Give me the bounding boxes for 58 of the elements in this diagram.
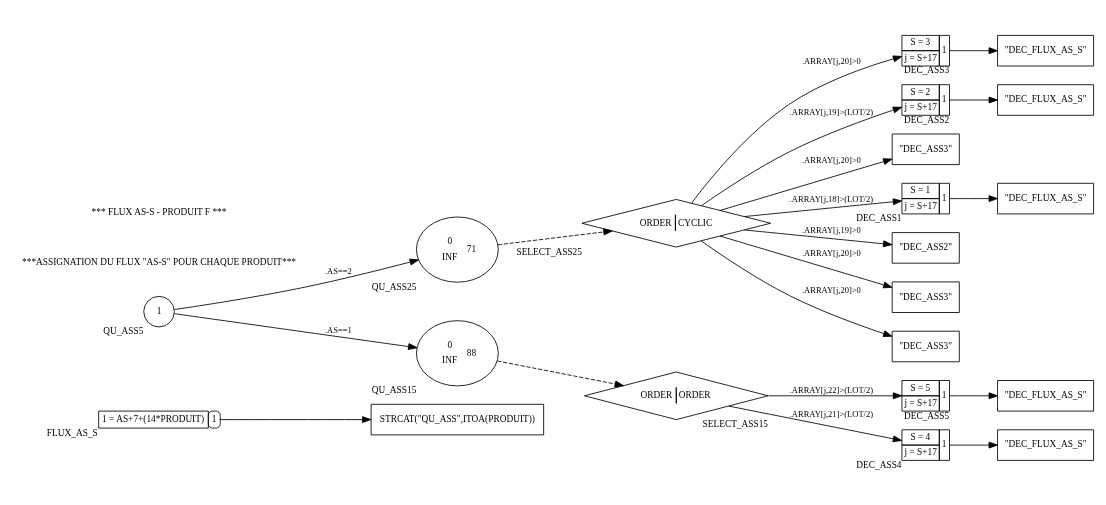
arrow — [700, 239, 893, 337]
node-label: QU_ASS5 — [103, 325, 144, 336]
node-label: SELECT_ASS15 — [702, 418, 769, 429]
arrow — [728, 405, 903, 442]
node-label: QU_ASS15 — [371, 384, 417, 395]
edge-label: .AS==1 — [324, 324, 352, 335]
arrow — [219, 415, 372, 423]
label: ***ASSIGNATION DU FLUX "AS-S" POUR CHAQUE PRODUIT*** — [22, 256, 296, 267]
arrow — [496, 360, 624, 387]
arrow — [174, 258, 419, 310]
node-label: QU_ASS25 — [371, 281, 417, 292]
edge-label: .ARRAY[j,19]>(LOT/2) — [789, 106, 874, 117]
arrow — [719, 235, 893, 288]
node-label: FLUX_AS_S — [46, 427, 98, 438]
edge-label: .AS==2 — [324, 265, 352, 276]
edge-label: .ARRAY[j,20]>0 — [801, 284, 861, 295]
node-box: "DEC_ASS3" — [891, 330, 960, 362]
node-label: DEC_ASS1 — [856, 212, 902, 223]
node-ellipse: 0 INF 88 — [416, 319, 499, 386]
arrow — [497, 228, 613, 245]
edge-label: .ARRAY[j,20]>0 — [801, 247, 861, 258]
edge-label: .ARRAY[j,22]>(LOT/2) — [789, 384, 874, 395]
node-box: "DEC_ASS3" — [891, 133, 960, 165]
edge-label: .ARRAY[j,18]>(LOT/2) — [789, 193, 874, 204]
arrow — [719, 157, 893, 211]
node-box: "DEC_ASS2" — [891, 231, 960, 264]
edge-label: .ARRAY[j,20]>0 — [801, 55, 861, 66]
node-label: DEC_ASS4 — [856, 459, 902, 470]
arrow — [767, 391, 903, 399]
arrow — [744, 229, 893, 247]
node-label: DEC_ASS2 — [903, 114, 950, 125]
node-box: "DEC_ASS3" — [891, 280, 960, 313]
node-box: "DEC_FLUX_AS_S" — [997, 34, 1095, 66]
arrow — [691, 55, 903, 204]
node-box: "DEC_FLUX_AS_S" — [997, 182, 1095, 214]
node-ellipse: 0 INF 71 — [416, 216, 499, 283]
arrow — [949, 96, 998, 103]
arrow — [949, 194, 998, 202]
edge-label: .ARRAY[j,20]>0 — [801, 154, 861, 165]
arrow — [949, 441, 998, 448]
arrow — [701, 106, 903, 206]
arrow — [949, 391, 998, 399]
arrow — [949, 46, 998, 54]
edge-label: .ARRAY[j,21]>(LOT/2) — [789, 408, 874, 419]
node-diamond: ORDER CYCLIC — [581, 198, 772, 247]
node-box: STRCAT("QU_ASS",ITOA(PRODUIT)) — [370, 403, 545, 435]
node-diamond: ORDER ORDER — [584, 371, 769, 420]
node-box: "DEC_FLUX_AS_S" — [997, 379, 1095, 412]
node-box: "DEC_FLUX_AS_S" — [997, 83, 1095, 116]
node-label: DEC_ASS3 — [903, 64, 950, 75]
node-label: SELECT_ASS25 — [516, 246, 582, 257]
node-label: DEC_ASS5 — [903, 410, 950, 421]
label: *** FLUX AS-S - PRODUIT F *** — [91, 206, 227, 217]
arrow — [744, 197, 903, 217]
node-circle: 1 — [143, 295, 175, 327]
arrow — [174, 312, 418, 350]
edge-label: .ARRAY[j,19]>0 — [801, 224, 861, 235]
node-box: "DEC_FLUX_AS_S" — [997, 428, 1095, 461]
